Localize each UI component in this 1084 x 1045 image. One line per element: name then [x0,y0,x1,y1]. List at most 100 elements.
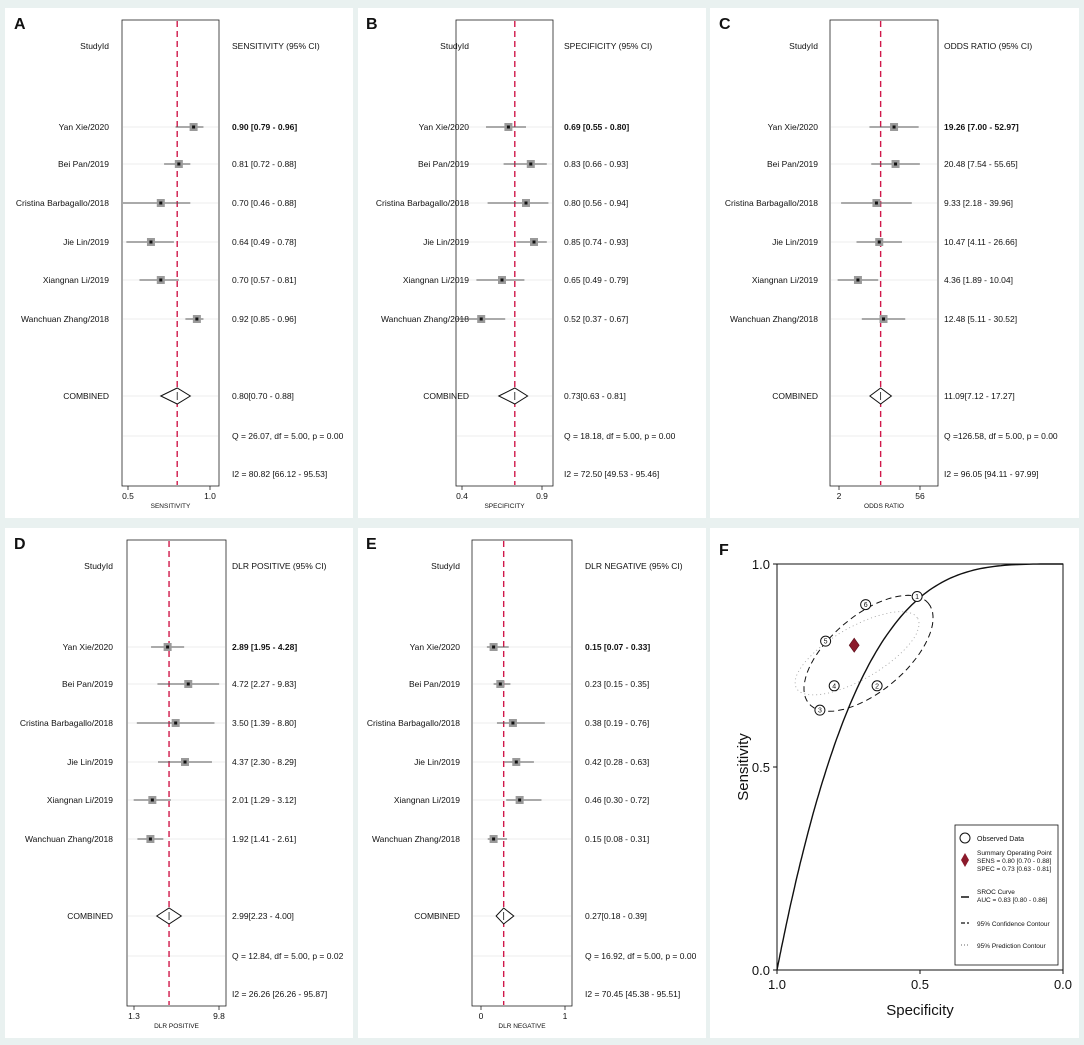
study-estimate-text: 20.48 [7.54 - 55.65] [944,159,1018,169]
study-name: Wanchuan Zhang/2018 [21,314,109,324]
study-name: Xiangnan Li/2019 [47,795,113,805]
combined-estimate-text: 0.80[0.70 - 0.88] [232,391,294,401]
legend-summary-text: SPEC = 0.73 [0.63 - 0.81] [977,866,1051,873]
sroc-curve [776,563,1063,971]
study-estimate-text: 0.38 [0.19 - 0.76] [585,718,649,728]
estimate-header: DLR POSITIVE (95% CI) [232,561,327,571]
y-axis-tick-label: 1.0 [752,557,770,572]
study-estimate-text: 4.37 [2.30 - 8.29] [232,757,296,767]
study-estimate-point [498,682,502,686]
heterogeneity-i2-text: I2 = 26.26 [26.26 - 95.87] [232,989,327,999]
axis-tick-label: 1.3 [128,1011,140,1021]
study-id-header: StudyId [80,41,109,51]
study-name: Yan Xie/2020 [768,122,819,132]
legend-prediction-text: 95% Prediction Contour [977,943,1046,950]
panel-label: D [14,536,26,553]
study-name: Yan Xie/2020 [410,642,461,652]
study-estimate-text: 0.69 [0.55 - 0.80] [564,122,629,132]
study-estimate-text: 0.90 [0.79 - 0.96] [232,122,297,132]
combined-diamond [495,907,515,925]
study-estimate-point [894,162,898,166]
panel-d-background [5,528,353,1038]
axis-title: DLR NEGATIVE [498,1023,546,1030]
plot-frame [455,19,554,487]
axis-tick-label: 1 [563,1011,568,1021]
plot-frame [121,19,220,487]
study-name: Cristina Barbagallo/2018 [376,198,469,208]
study-estimate-text: 4.36 [1.89 - 10.04] [944,275,1013,285]
study-estimate-point [518,798,522,802]
estimate-header: SENSITIVITY (95% CI) [232,41,320,51]
panel-label: C [719,16,731,33]
observed-point-label: 3 [818,708,822,715]
study-estimate-text: 0.85 [0.74 - 0.93] [564,237,628,247]
observed-data-point [814,704,826,716]
observed-data-point [911,590,923,602]
heterogeneity-i2-text: I2 = 80.82 [66.12 - 95.53] [232,469,327,479]
observed-point-label: 6 [864,602,868,609]
study-estimate-point [148,837,152,841]
x-axis-tick-label: 0.5 [911,977,929,992]
study-name: Yan Xie/2020 [419,122,470,132]
panel-label: E [366,536,377,553]
axis-tick-label: 1.0 [204,491,216,501]
study-estimate-point [177,162,181,166]
heterogeneity-q-text: Q =126.58, df = 5.00, p = 0.00 [944,431,1058,441]
heterogeneity-q-text: Q = 18.18, df = 5.00, p = 0.00 [564,431,676,441]
legend-observed-text: Observed Data [977,836,1024,843]
axis-tick-label: 2 [837,491,842,501]
legend-confidence-text: 95% Confidence Contour [977,921,1050,928]
combined-estimate-text: 11.09[7.12 - 17.27] [944,391,1015,401]
heterogeneity-q-text: Q = 16.92, df = 5.00, p = 0.00 [585,951,697,961]
y-axis-title: Sensitivity [735,733,752,801]
x-axis-title: Specificity [886,1002,954,1019]
heterogeneity-i2-text: I2 = 96.05 [94.11 - 97.99] [944,469,1039,479]
study-name: Wanchuan Zhang/2018 [730,314,818,324]
panel-label: B [366,16,378,33]
prediction-contour [794,611,920,696]
study-estimate-point [511,721,515,725]
study-name: Cristina Barbagallo/2018 [20,718,113,728]
study-estimate-point [174,721,178,725]
study-name: Cristina Barbagallo/2018 [725,198,818,208]
study-name: Wanchuan Zhang/2018 [372,834,460,844]
combined-estimate-text: 0.27[0.18 - 0.39] [585,911,647,921]
study-name: Cristina Barbagallo/2018 [367,718,460,728]
study-estimate-point [856,278,860,282]
study-name: Jie Lin/2019 [67,757,113,767]
study-estimate-point [192,125,196,129]
study-estimate-point [874,201,878,205]
study-name: Xiangnan Li/2019 [752,275,818,285]
study-estimate-point [166,645,170,649]
study-estimate-point [186,682,190,686]
study-estimate-point [159,201,163,205]
summary-operating-point [848,637,860,653]
study-estimate-point [877,240,881,244]
plot-frame [126,539,227,1007]
observed-data-point [828,680,840,692]
y-axis-tick-label: 0.0 [752,963,770,978]
study-estimate-point [149,240,153,244]
axis-tick-label: 9.8 [213,1011,225,1021]
panel-a-background [5,8,353,518]
study-estimate-text: 3.50 [1.39 - 8.80] [232,718,296,728]
observed-data-point [820,635,832,647]
study-estimate-point [159,278,163,282]
study-estimate-text: 0.70 [0.46 - 0.88] [232,198,296,208]
estimate-header: SPECIFICITY (95% CI) [564,41,652,51]
plot-frame [471,539,573,1007]
axis-title: SPECIFICITY [484,503,525,510]
study-estimate-text: 4.72 [2.27 - 9.83] [232,679,296,689]
study-estimate-text: 2.89 [1.95 - 4.28] [232,642,297,652]
axis-title: ODDS RATIO [864,503,904,510]
study-estimate-text: 19.26 [7.00 - 52.97] [944,122,1019,132]
observed-point-label: 4 [832,683,836,690]
legend-curve-text: AUC = 0.83 [0.80 - 0.86] [977,897,1047,904]
study-name: Bei Pan/2019 [767,159,818,169]
study-estimate-text: 0.81 [0.72 - 0.88] [232,159,296,169]
observed-point-label: 5 [824,639,828,646]
